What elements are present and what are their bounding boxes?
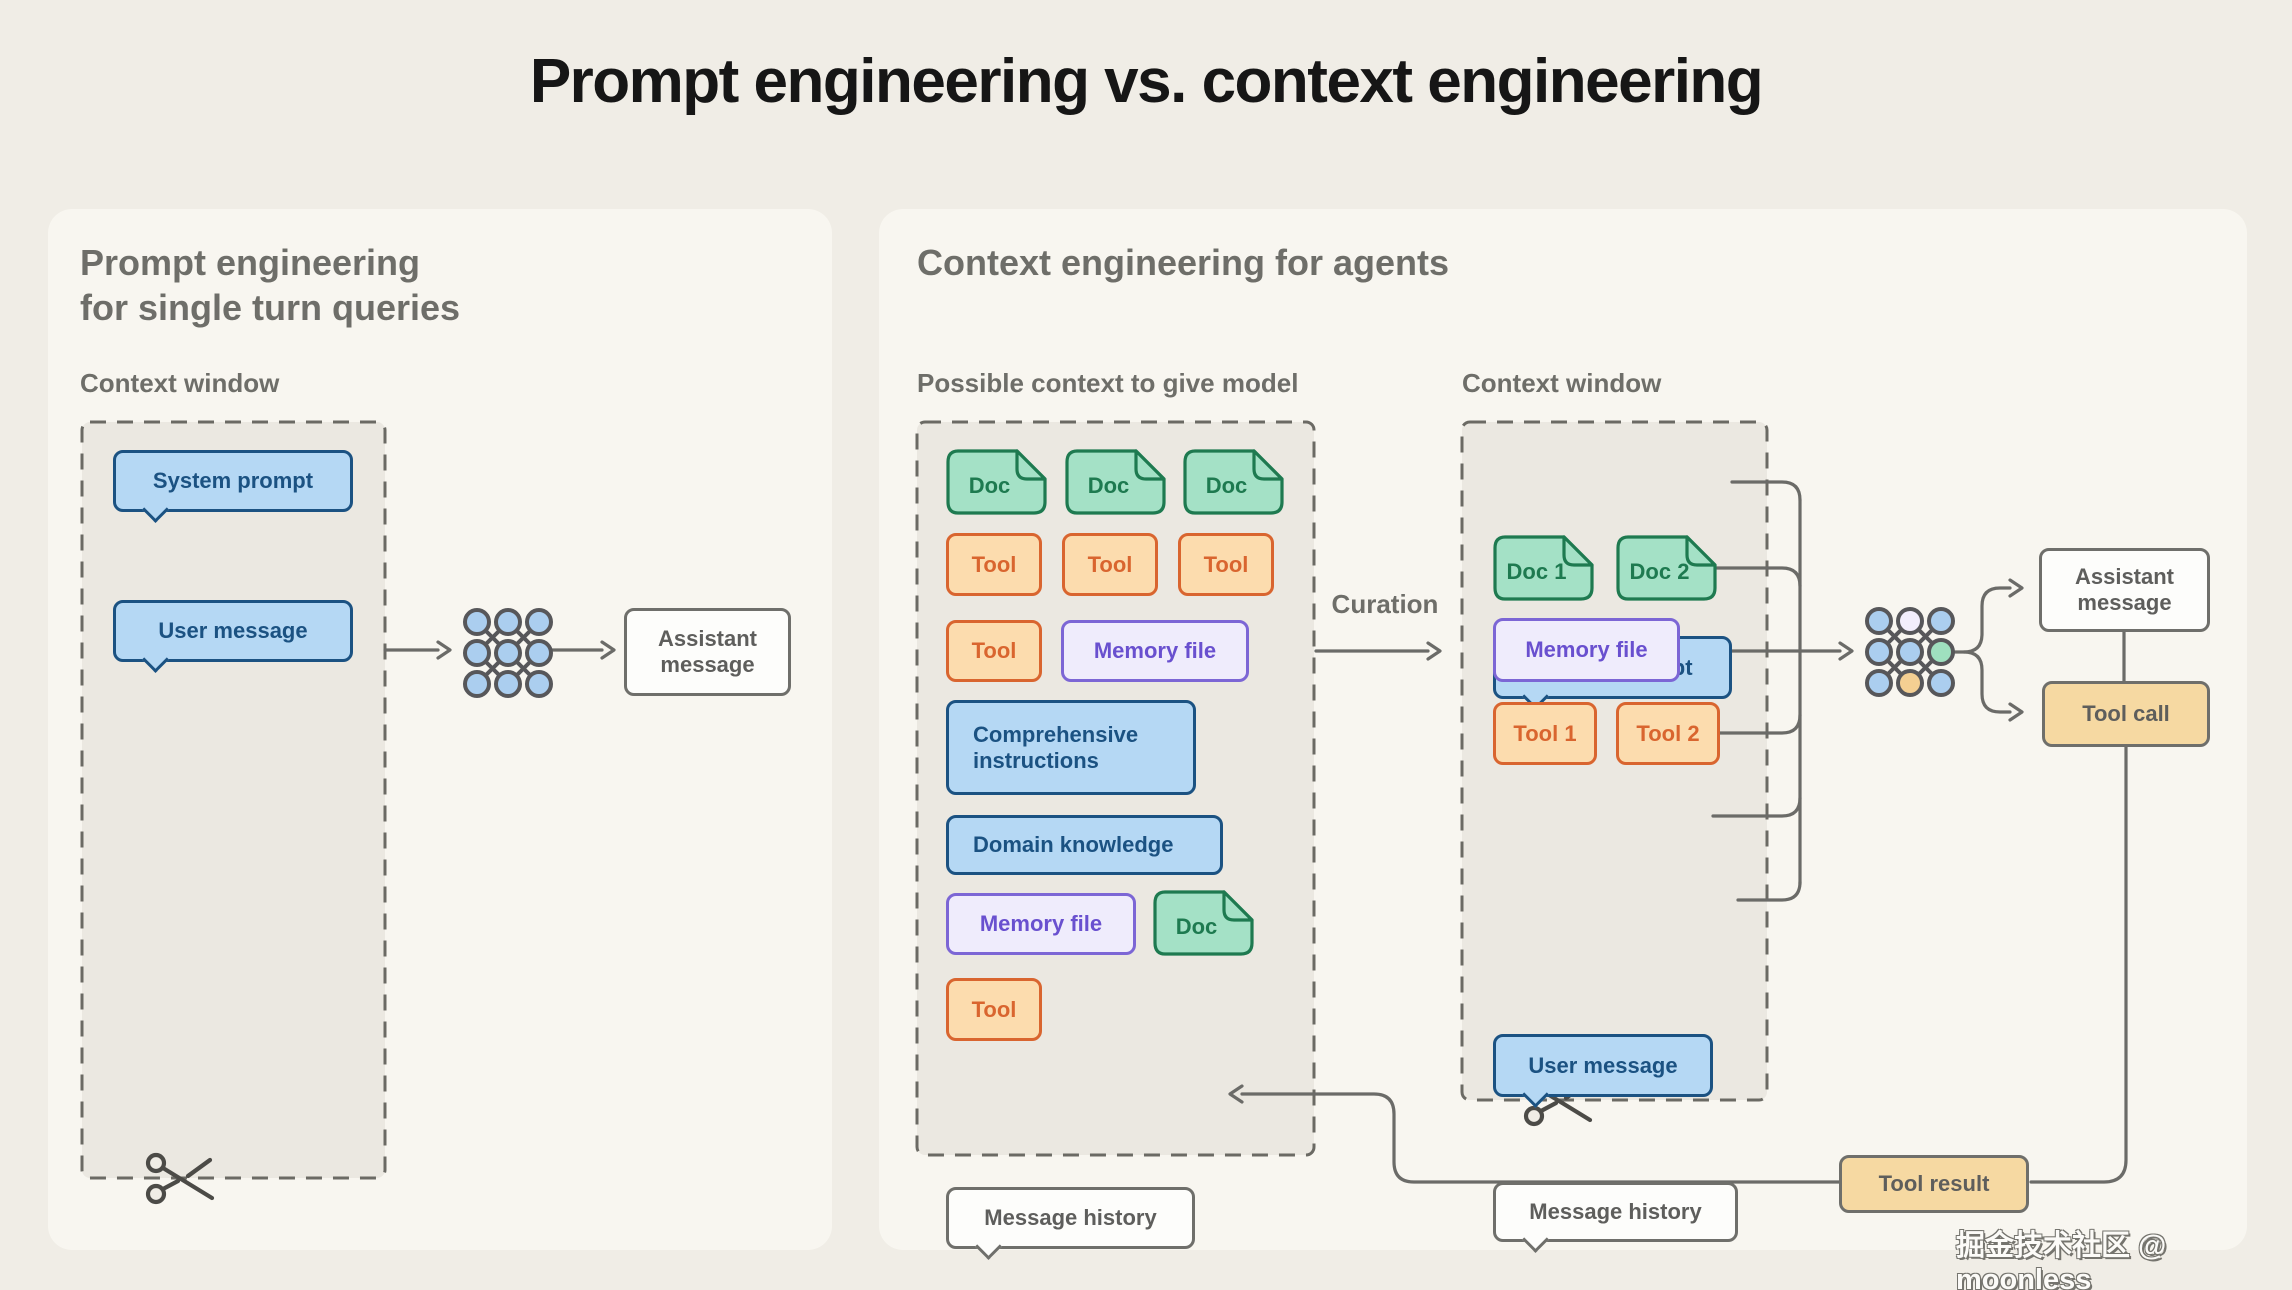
tool-label: Tool	[1203, 551, 1249, 577]
message-history-label: Message history	[984, 1205, 1157, 1230]
memory-file-box: Memory file	[1061, 620, 1249, 682]
tool-label: Tool	[1087, 551, 1133, 577]
assistant-message-label: Assistant message	[657, 626, 758, 677]
memory-file-label: Memory file	[1093, 638, 1217, 663]
memory-file-box: Memory file	[946, 893, 1136, 955]
doc-label: Doc	[1175, 914, 1218, 939]
user-message-label: User message	[158, 618, 308, 643]
message-history-box: Message history	[946, 1187, 1195, 1249]
tool-box: Tool	[946, 978, 1042, 1041]
tool-box: Tool	[1062, 533, 1158, 596]
domain-knowledge-label: Domain knowledge	[973, 832, 1174, 858]
tool-label: Tool 1	[1513, 720, 1577, 746]
doc-icon: Doc 1	[1493, 535, 1594, 601]
curation-label: Curation	[1331, 589, 1439, 619]
tool-box: Tool 1	[1493, 702, 1597, 765]
tool-call-label: Tool call	[2082, 701, 2170, 726]
doc-label: Doc 2	[1629, 559, 1690, 584]
user-message-box: User message	[113, 600, 353, 662]
system-prompt-box: System prompt	[113, 450, 353, 512]
doc-label: Doc	[968, 473, 1011, 498]
doc-label: Doc	[1205, 473, 1248, 498]
tool-result-box: Tool result	[1839, 1155, 2029, 1213]
context-window-box-left	[80, 420, 387, 1180]
left-heading-line2: for single turn queries	[80, 287, 461, 328]
llm-network-icon	[463, 608, 553, 698]
memory-file-label: Memory file	[1525, 637, 1648, 662]
tool-label: Tool	[971, 551, 1017, 577]
tool-box: Tool	[946, 620, 1042, 682]
system-prompt-label: System prompt	[152, 468, 314, 493]
domain-knowledge-box: Domain knowledge	[946, 815, 1223, 875]
tool-result-label: Tool result	[1878, 1171, 1990, 1196]
doc-icon: Doc	[1065, 449, 1166, 515]
connector-toolcall-toolresult	[2029, 745, 2128, 1184]
tool-label: Tool 2	[1636, 720, 1700, 746]
left-context-window-label: Context window	[80, 368, 280, 398]
tool-label: Tool	[971, 996, 1017, 1022]
scissors-icon	[145, 1152, 215, 1205]
user-message-box: User message	[1493, 1034, 1713, 1097]
doc-label: Doc	[1087, 473, 1130, 498]
possible-context-label: Possible context to give model	[917, 368, 1299, 398]
doc-icon: Doc 2	[1616, 535, 1717, 601]
arrow-icon	[383, 640, 452, 660]
message-history-label: Message history	[1529, 1199, 1702, 1224]
arrow-icon	[549, 640, 616, 660]
branch-to-assistant	[1951, 578, 2024, 654]
tool-box: Tool	[1178, 533, 1274, 596]
curation-arrow-icon	[1314, 641, 1442, 661]
assistant-message-box: Assistant message	[624, 608, 791, 696]
doc-icon: Doc	[1183, 449, 1284, 515]
right-context-window-label: Context window	[1462, 368, 1662, 398]
memory-file-label: Memory file	[979, 911, 1103, 936]
right-panel-heading: Context engineering for agents	[917, 242, 1450, 283]
left-panel-heading: Prompt engineering for single turn queri…	[80, 240, 460, 330]
llm-network-icon-multicolor	[1865, 607, 1955, 697]
assistant-message-box: Assistant message	[2039, 548, 2210, 632]
doc-icon: Doc	[1153, 890, 1254, 956]
message-history-box: Message history	[1493, 1182, 1738, 1242]
left-heading-line1: Prompt engineering	[80, 242, 421, 283]
comprehensive-instructions-label: Comprehensive instructions	[973, 721, 1139, 773]
tool-box: Tool 2	[1616, 702, 1720, 765]
branch-to-tool-call	[1962, 650, 2024, 722]
doc-label: Doc 1	[1506, 559, 1567, 584]
doc-icon: Doc	[946, 449, 1047, 515]
user-message-label: User message	[1528, 1052, 1678, 1078]
page-title: Prompt engineering vs. context engineeri…	[529, 47, 1764, 116]
comprehensive-instructions-box: Comprehensive instructions	[946, 700, 1196, 795]
tool-call-box: Tool call	[2042, 681, 2210, 747]
connector-toolresult-messagehistory	[1228, 1084, 1841, 1184]
connector-system-prompt	[1730, 480, 1802, 502]
tool-label: Tool	[971, 638, 1017, 663]
watermark: 掘金技术社区 @ moonless	[1956, 1230, 2167, 1290]
tool-box: Tool	[946, 533, 1042, 596]
memory-file-box: Memory file	[1493, 618, 1680, 682]
assistant-message-label: Assistant message	[2074, 564, 2175, 615]
